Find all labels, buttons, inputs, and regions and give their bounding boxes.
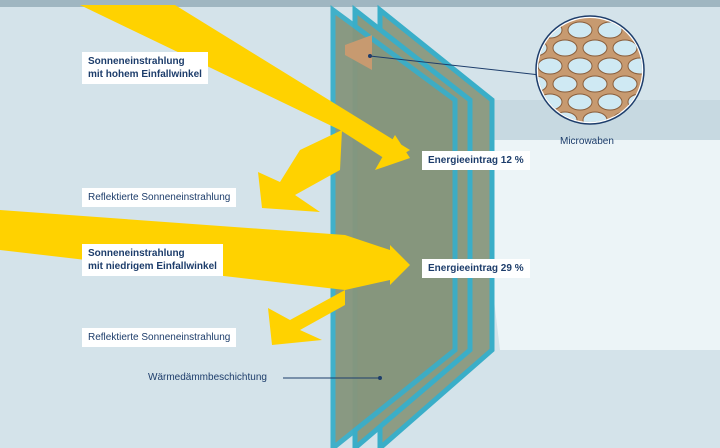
arrow-head-low: [390, 245, 410, 285]
transmitted-light: [470, 100, 720, 350]
top-bar: [0, 0, 720, 7]
coating-dot: [378, 376, 382, 380]
sun-ray-high: [80, 5, 410, 212]
label-low-angle-line1: Sonneneinstrahlung: [88, 248, 185, 259]
reflected-ray-high: [258, 130, 342, 212]
glass-panes: [330, 4, 495, 448]
microwaben-dot: [368, 54, 372, 58]
label-low-angle-line2: mit niedrigem Einfallwinkel: [88, 261, 217, 272]
microwaben-film: [345, 35, 372, 70]
label-reflected-bottom: Reflektierte Sonneneinstrahlung: [82, 328, 237, 347]
label-coating: Wärmedämmbeschichtung: [148, 372, 267, 383]
label-high-angle-line2: mit hohem Einfallwinkel: [88, 69, 202, 80]
microwaben-leader: [369, 55, 541, 76]
label-high-angle: Sonneneinstrahlung mit hohem Einfallwink…: [82, 52, 208, 84]
incoming-ray-high: [80, 5, 410, 162]
label-reflected-top: Reflektierte Sonneneinstrahlung: [82, 188, 237, 207]
label-microwaben: Microwaben: [560, 136, 614, 147]
label-low-angle: Sonneneinstrahlung mit niedrigem Einfall…: [82, 244, 223, 276]
label-energy-12: Energieeintrag 12 %: [422, 151, 530, 170]
label-energy-29: Energieeintrag 29 %: [422, 259, 530, 278]
reflected-ray-low: [268, 290, 345, 345]
label-high-angle-line1: Sonneneinstrahlung: [88, 56, 185, 67]
arrow-head-high: [375, 135, 410, 170]
